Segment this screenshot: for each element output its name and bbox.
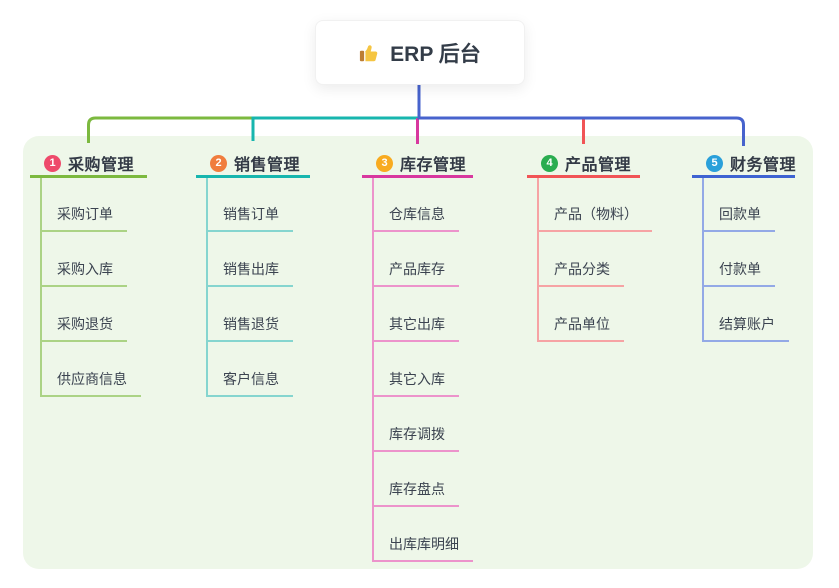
branch-children: 产品（物料） 产品分类 产品单位 — [537, 178, 652, 342]
mindmap-node[interactable]: 产品库存 — [374, 232, 473, 287]
mindmap-node[interactable]: 产品单位 — [539, 287, 640, 342]
node-label: 仓库信息 — [374, 204, 459, 232]
branch-children: 采购订单 采购入库 采购退货 供应商信息 — [40, 178, 147, 397]
branch-inventory: 3 库存管理 仓库信息 产品库存 其它出库 其它入库 库存调拨 库存盘点 出库库… — [362, 151, 473, 562]
branch-number-badge: 5 — [706, 154, 723, 172]
branch-topic-node[interactable]: 2 销售管理 — [196, 151, 310, 178]
node-label: 出库库明细 — [374, 534, 473, 562]
mindmap-node[interactable]: 仓库信息 — [374, 178, 473, 232]
node-label: 产品库存 — [374, 259, 459, 287]
branch-topic-node[interactable]: 5 财务管理 — [692, 151, 797, 178]
node-label: 销售出库 — [208, 259, 293, 287]
node-label: 采购入库 — [42, 259, 127, 287]
node-label: 产品单位 — [539, 314, 624, 342]
mindmap-node[interactable]: 结算账户 — [704, 287, 795, 342]
branch-number-badge: 3 — [376, 154, 393, 172]
branch-number-badge: 2 — [210, 154, 227, 172]
mindmap-node[interactable]: 销售退货 — [208, 287, 310, 342]
node-label: 付款单 — [704, 259, 775, 287]
mindmap-node[interactable]: 采购入库 — [42, 232, 147, 287]
mindmap-node[interactable]: 产品（物料） — [539, 178, 652, 232]
node-label: 回款单 — [704, 204, 775, 232]
mindmap-node[interactable]: 销售出库 — [208, 232, 310, 287]
root-node-label: ERP 后台 — [390, 42, 481, 66]
node-label: 产品分类 — [539, 259, 624, 287]
branch-topic-node[interactable]: 1 采购管理 — [30, 151, 147, 178]
mindmap-node[interactable]: 其它入库 — [374, 342, 473, 397]
node-label: 采购退货 — [42, 314, 127, 342]
node-label: 其它入库 — [374, 369, 459, 397]
branch-title: 采购管理 — [68, 157, 135, 174]
branch-children: 回款单 付款单 结算账户 — [702, 178, 795, 342]
branch-title: 库存管理 — [400, 157, 467, 174]
mindmap-node[interactable]: 销售订单 — [208, 178, 310, 232]
mindmap-node[interactable]: 采购订单 — [42, 178, 147, 232]
branch-purchase: 1 采购管理 采购订单 采购入库 采购退货 供应商信息 — [30, 151, 147, 397]
mindmap-node[interactable]: 库存调拨 — [374, 397, 473, 452]
node-label: 库存盘点 — [374, 479, 459, 507]
thumbs-up-icon — [360, 44, 378, 61]
branch-title: 产品管理 — [565, 157, 632, 174]
branch-title: 财务管理 — [730, 157, 797, 174]
node-label: 结算账户 — [704, 314, 789, 342]
node-label: 销售退货 — [208, 314, 293, 342]
branch-product: 4 产品管理 产品（物料） 产品分类 产品单位 — [527, 151, 652, 342]
mindmap-node[interactable]: 其它出库 — [374, 287, 473, 342]
mindmap-node[interactable]: 付款单 — [704, 232, 795, 287]
branch-title: 销售管理 — [234, 157, 301, 174]
mindmap-node[interactable]: 出库库明细 — [374, 507, 473, 562]
node-label: 采购订单 — [42, 204, 127, 232]
mindmap-node[interactable]: 产品分类 — [539, 232, 640, 287]
mindmap-node[interactable]: 库存盘点 — [374, 452, 473, 507]
branches-background-panel — [23, 136, 813, 569]
branch-number-badge: 4 — [541, 154, 558, 172]
mindmap-node[interactable]: 回款单 — [704, 178, 795, 232]
node-label: 销售订单 — [208, 204, 293, 232]
node-label: 库存调拨 — [374, 424, 459, 452]
branch-number-badge: 1 — [44, 154, 61, 172]
node-label: 产品（物料） — [539, 204, 652, 232]
mindmap-node[interactable]: 采购退货 — [42, 287, 147, 342]
mindmap-node[interactable]: 供应商信息 — [42, 342, 147, 397]
mindmap-node[interactable]: 客户信息 — [208, 342, 310, 397]
node-label: 供应商信息 — [42, 369, 141, 397]
node-label: 其它出库 — [374, 314, 459, 342]
root-node[interactable]: ERP 后台 — [315, 20, 525, 85]
branch-finance: 5 财务管理 回款单 付款单 结算账户 — [692, 151, 797, 342]
node-label: 客户信息 — [208, 369, 293, 397]
branch-children: 销售订单 销售出库 销售退货 客户信息 — [206, 178, 310, 397]
branch-topic-node[interactable]: 4 产品管理 — [527, 151, 640, 178]
branch-sales: 2 销售管理 销售订单 销售出库 销售退货 客户信息 — [196, 151, 310, 397]
branch-topic-node[interactable]: 3 库存管理 — [362, 151, 473, 178]
branch-children: 仓库信息 产品库存 其它出库 其它入库 库存调拨 库存盘点 出库库明细 — [372, 178, 473, 562]
